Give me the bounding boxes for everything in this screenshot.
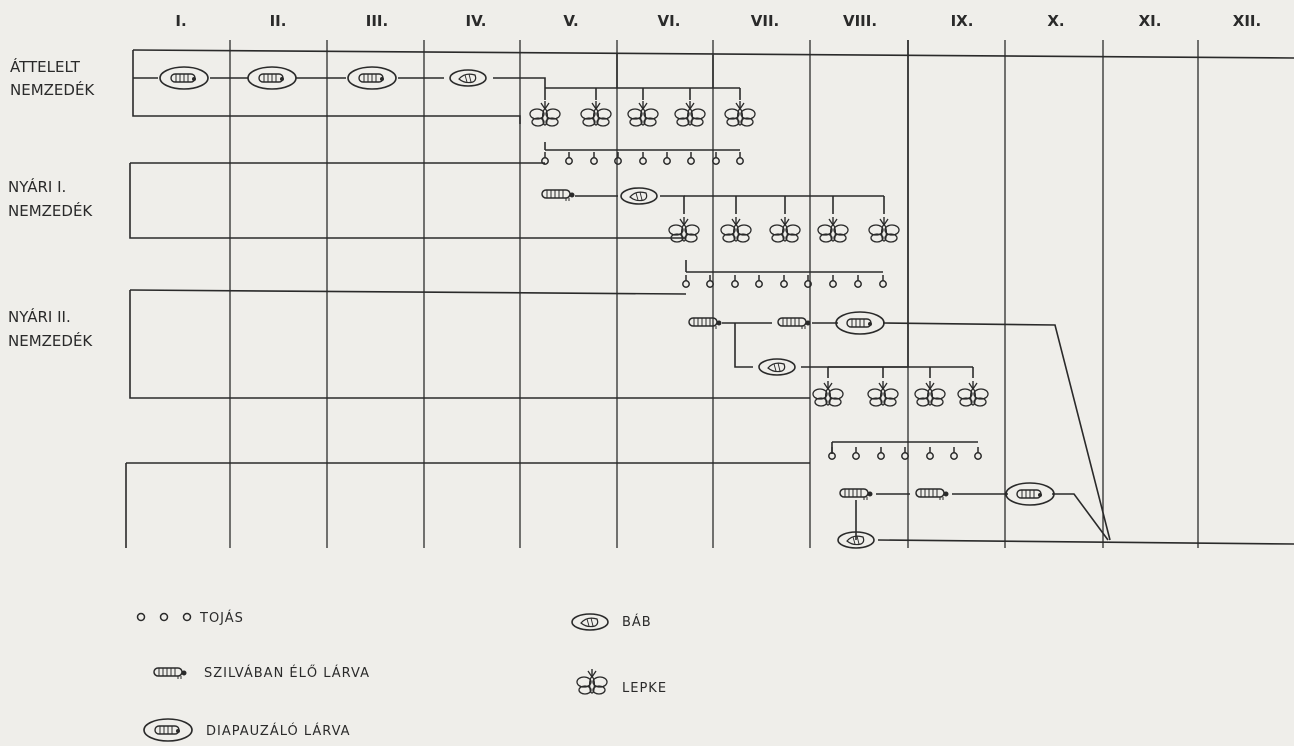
generation-label: NYÁRI I. bbox=[8, 177, 66, 196]
legend-item-egg: TOJÁS bbox=[138, 610, 244, 626]
moth-icon bbox=[915, 381, 945, 406]
diapause-larva-icon bbox=[160, 67, 208, 89]
month-label: II. bbox=[270, 12, 287, 30]
month-labels: I. II. III. IV. V. VI. VII. VIII. IX. X.… bbox=[175, 12, 1261, 30]
larva-icon bbox=[542, 190, 575, 201]
generation-label: NEMZEDÉK bbox=[8, 201, 93, 220]
legend-label: SZILVÁBAN ÉLŐ LÁRVA bbox=[204, 665, 370, 681]
summer-generation-2 bbox=[130, 40, 1110, 540]
egg-icon bbox=[830, 275, 836, 287]
moth-icon bbox=[530, 101, 560, 126]
month-label: VIII. bbox=[843, 12, 877, 30]
summer-generation-1 bbox=[130, 142, 899, 242]
moth-icon bbox=[770, 217, 800, 242]
egg-icon bbox=[161, 614, 168, 621]
moth-icon bbox=[868, 381, 898, 406]
egg-icon bbox=[902, 447, 908, 459]
egg-icon bbox=[688, 152, 694, 164]
egg-icon bbox=[184, 614, 191, 621]
egg-icon bbox=[138, 614, 145, 621]
egg-icon bbox=[566, 152, 572, 164]
generation-label: NEMZEDÉK bbox=[8, 331, 93, 350]
month-label: I. bbox=[175, 12, 186, 30]
month-label: V. bbox=[563, 12, 578, 30]
pupa-icon bbox=[572, 614, 608, 630]
egg-icon bbox=[927, 447, 933, 459]
diapause-larva-icon bbox=[144, 719, 192, 741]
egg-icon bbox=[855, 275, 861, 287]
egg-icon bbox=[591, 152, 597, 164]
month-label: VI. bbox=[658, 12, 681, 30]
moth-icon bbox=[577, 669, 607, 694]
moth-icon bbox=[958, 381, 988, 406]
egg-icon bbox=[707, 275, 713, 287]
legend-item-moth: LEPKE bbox=[577, 669, 667, 696]
larva-icon bbox=[154, 668, 187, 679]
generation-label: NEMZEDÉK bbox=[10, 80, 95, 99]
larva-icon bbox=[778, 318, 811, 329]
egg-icon bbox=[615, 152, 621, 164]
egg-icon bbox=[853, 447, 859, 459]
egg-icon bbox=[640, 152, 646, 164]
month-label: XII. bbox=[1233, 12, 1261, 30]
legend: TOJÁS SZILVÁBAN ÉLŐ LÁRVA DIAPAUZÁLÓ LÁR… bbox=[138, 610, 668, 741]
diapause-larva-icon bbox=[348, 67, 396, 89]
moth-icon bbox=[818, 217, 848, 242]
generation-labels: ÁTTELELT NEMZEDÉK NYÁRI I. NEMZEDÉK NYÁR… bbox=[8, 57, 95, 350]
moth-icon bbox=[675, 101, 705, 126]
moth-icon bbox=[813, 381, 843, 406]
egg-icon bbox=[829, 447, 835, 459]
pupa-icon bbox=[450, 70, 486, 86]
moth-icon bbox=[581, 101, 611, 126]
legend-label: DIAPAUZÁLÓ LÁRVA bbox=[206, 723, 351, 739]
egg-icon bbox=[713, 152, 719, 164]
moth-icon bbox=[725, 101, 755, 126]
diapause-larva-icon bbox=[248, 67, 296, 89]
legend-item-larva: SZILVÁBAN ÉLŐ LÁRVA bbox=[154, 665, 370, 681]
summer-generation-3 bbox=[126, 442, 1294, 548]
egg-icon bbox=[951, 447, 957, 459]
larva-icon bbox=[689, 318, 722, 329]
egg-icon bbox=[732, 275, 738, 287]
month-label: IV. bbox=[466, 12, 487, 30]
egg-icon bbox=[878, 447, 884, 459]
moth-icon bbox=[628, 101, 658, 126]
egg-icon bbox=[975, 447, 981, 459]
month-label: X. bbox=[1047, 12, 1064, 30]
month-label: IX. bbox=[951, 12, 974, 30]
legend-item-diapause: DIAPAUZÁLÓ LÁRVA bbox=[144, 719, 351, 741]
month-label: VII. bbox=[751, 12, 779, 30]
month-label: XI. bbox=[1139, 12, 1162, 30]
legend-label: LEPKE bbox=[622, 681, 667, 696]
pupa-icon bbox=[759, 359, 795, 375]
egg-icon bbox=[683, 275, 689, 287]
moth-icon bbox=[869, 217, 899, 242]
egg-icon bbox=[756, 275, 762, 287]
egg-icon bbox=[781, 275, 787, 287]
pupa-icon bbox=[621, 188, 657, 204]
diapause-larva-icon bbox=[1006, 483, 1054, 505]
legend-label: BÁB bbox=[622, 614, 652, 630]
moth-icon bbox=[721, 217, 751, 242]
generation-label: ÁTTELELT bbox=[10, 57, 81, 76]
legend-label: TOJÁS bbox=[199, 610, 244, 626]
legend-item-pupa: BÁB bbox=[572, 614, 652, 630]
egg-icon bbox=[664, 152, 670, 164]
egg-icon bbox=[880, 275, 886, 287]
diapause-larva-icon bbox=[836, 312, 884, 334]
month-label: III. bbox=[366, 12, 388, 30]
larva-icon bbox=[916, 489, 949, 500]
egg-icon bbox=[737, 152, 743, 164]
generation-label: NYÁRI II. bbox=[8, 307, 71, 326]
larva-icon bbox=[840, 489, 873, 500]
